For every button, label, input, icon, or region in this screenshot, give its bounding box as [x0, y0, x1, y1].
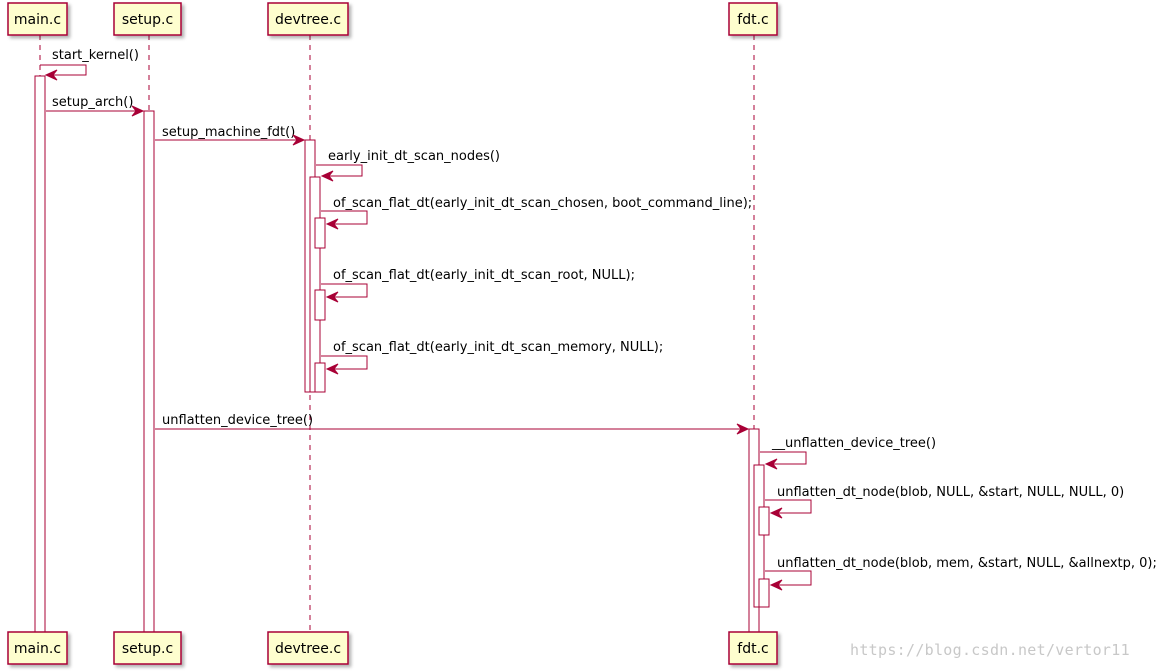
participant-box: [7, 631, 68, 665]
activation-bar-devtree: [309, 176, 321, 393]
activation-bar-fdt: [758, 578, 770, 608]
participant-label: main.c: [14, 641, 61, 657]
message-label: setup_arch(): [52, 95, 133, 110]
message-8: unflatten_device_tree(): [155, 413, 748, 430]
self-message-arrow: [321, 355, 368, 370]
arrow-head: [325, 363, 339, 375]
messages: start_kernel() setup_arch() setup_machine_…: [40, 48, 1157, 591]
activation-bar-devtree: [314, 362, 326, 393]
arrow-head: [764, 458, 778, 470]
message-label: of_scan_flat_dt(early_init_dt_scan_root,…: [333, 268, 635, 283]
activation-bar-fdt: [758, 506, 770, 536]
self-message-arrow: [40, 64, 87, 76]
participant-box: [728, 631, 778, 665]
message-label: of_scan_flat_dt(early_init_dt_scan_chose…: [333, 196, 752, 211]
arrow-head: [325, 291, 339, 303]
participant-box: [113, 631, 182, 665]
message-5: of_scan_flat_dt(early_init_dt_scan_chose…: [321, 196, 752, 225]
participant-box: [113, 2, 182, 36]
message-1: start_kernel(): [40, 48, 139, 76]
participant-setup-bottom: setup.c: [113, 631, 182, 665]
self-message-arrow: [316, 164, 363, 177]
participant-box: [267, 631, 349, 665]
participant-label: fdt.c: [737, 12, 768, 28]
message-label: unflatten_device_tree(): [162, 413, 313, 428]
activation-bars: [34, 75, 770, 633]
arrow-head: [769, 579, 783, 591]
participant-label: setup.c: [122, 641, 173, 657]
message-label: of_scan_flat_dt(early_init_dt_scan_memor…: [333, 340, 663, 355]
self-message-arrow: [321, 283, 368, 298]
arrow-head: [131, 105, 145, 117]
self-message-arrow: [760, 451, 807, 465]
message-label: __unflatten_device_tree(): [771, 436, 936, 451]
message-label: early_init_dt_scan_nodes(): [328, 149, 500, 164]
arrow-head: [325, 218, 339, 230]
participant-setup-top: setup.c: [113, 2, 182, 36]
participant-main-bottom: main.c: [7, 631, 68, 665]
participant-devtree-bottom: devtree.c: [267, 631, 349, 665]
arrow-head: [44, 69, 58, 81]
participant-devtree-top: devtree.c: [267, 2, 349, 36]
message-10: unflatten_dt_node(blob, NULL, &start, NU…: [765, 485, 1124, 514]
message-label: unflatten_dt_node(blob, mem, &start, NUL…: [777, 556, 1157, 571]
participant-label: devtree.c: [275, 12, 341, 28]
self-message-arrow: [765, 499, 812, 514]
participant-label: main.c: [14, 12, 61, 28]
message-3: setup_machine_fdt(): [155, 125, 304, 141]
activation-bar-setup: [143, 110, 155, 633]
activation-bar-devtree: [314, 217, 326, 249]
participant-label: setup.c: [122, 12, 173, 28]
arrow-head: [320, 170, 334, 182]
participant-boxes: main.c main.c setup.c setup.c devtree.c devtr…: [7, 2, 778, 665]
watermark: https://blog.csdn.net/vertor11: [850, 641, 1130, 659]
participant-box: [7, 2, 68, 36]
message-2: setup_arch(): [46, 95, 143, 112]
message-4: early_init_dt_scan_nodes(): [316, 149, 500, 177]
message-6: of_scan_flat_dt(early_init_dt_scan_root,…: [321, 268, 635, 298]
activation-bar-devtree: [314, 289, 326, 321]
message-label: unflatten_dt_node(blob, NULL, &start, NU…: [777, 485, 1124, 500]
participant-label: devtree.c: [275, 641, 341, 657]
self-message-arrow: [321, 210, 368, 225]
message-label: setup_machine_fdt(): [162, 125, 295, 140]
message-label: start_kernel(): [52, 48, 139, 63]
message-7: of_scan_flat_dt(early_init_dt_scan_memor…: [321, 340, 663, 370]
message-11: unflatten_dt_node(blob, mem, &start, NUL…: [765, 556, 1157, 586]
arrow-head: [736, 423, 750, 435]
message-9: __unflatten_device_tree(): [760, 436, 936, 465]
participant-fdt-bottom: fdt.c: [728, 631, 778, 665]
activation-bar-main: [34, 75, 46, 633]
participant-box: [728, 2, 778, 36]
participant-main-top: main.c: [7, 2, 68, 36]
participant-label: fdt.c: [737, 641, 768, 657]
self-message-arrow: [765, 570, 812, 586]
arrow-head: [769, 507, 783, 519]
arrow-head: [292, 134, 306, 146]
participant-fdt-top: fdt.c: [728, 2, 778, 36]
participant-box: [267, 2, 349, 36]
